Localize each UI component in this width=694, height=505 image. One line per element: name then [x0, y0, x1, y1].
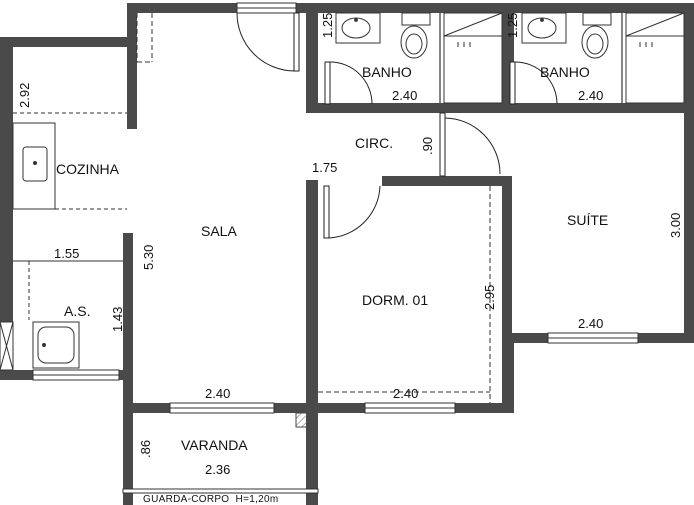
wall-sala-top-left [127, 3, 237, 13]
kitchen-sink-icon [22, 146, 48, 182]
doors [236, 12, 558, 239]
dim-banho1-height: 1.25 [320, 13, 335, 38]
door-bath1-swing [329, 61, 373, 105]
room-labels: BANHO BANHO CIRC. COZINHA SALA SUÍTE DOR… [56, 64, 608, 453]
room-label-as: A.S. [64, 303, 90, 319]
dim-dorm-height: 2.95 [482, 285, 497, 310]
bath1-fixtures [335, 12, 503, 104]
wall-sala-left [123, 233, 133, 505]
wall-dorm-right-lower [502, 333, 514, 413]
dim-as-width: 1.55 [54, 246, 79, 261]
room-label-banho1: BANHO [362, 64, 412, 80]
wall-right-outer [684, 3, 694, 343]
dim-cozinha-depth: 2.92 [17, 83, 32, 108]
dim-banho2-width: 2.40 [578, 88, 603, 103]
door-dorm-leaf [323, 185, 330, 239]
door-bath2-swing [514, 61, 558, 105]
bath2-toilet-icon [581, 25, 609, 59]
closet-outlines [136, 13, 491, 403]
room-label-varanda: VARANDA [181, 437, 248, 453]
dim-varanda-height: .86 [138, 440, 153, 458]
wall-bath1-bottom [306, 103, 502, 113]
dim-sala-height: 5.30 [141, 245, 156, 270]
room-label-suite: SUÍTE [567, 212, 608, 228]
wall-sala-right-upper [306, 3, 318, 113]
room-label-circ: CIRC. [355, 135, 393, 151]
door-suite-leaf [439, 112, 446, 177]
laundry-fixtures [0, 260, 123, 371]
dim-suite-width: 2.40 [578, 316, 603, 331]
wall-cozinha-right [127, 3, 137, 129]
wall-suite-left [502, 176, 512, 343]
bath2-fixtures [521, 12, 685, 104]
room-label-banho2: BANHO [540, 64, 590, 80]
bath2-shower-icon [625, 12, 685, 104]
dim-as-height: 1.43 [110, 307, 125, 332]
dim-varanda-width: 2.36 [205, 462, 230, 477]
wall-bath-top [306, 3, 694, 13]
bath2-sink-icon [527, 17, 557, 39]
dim-suite-height: 3.00 [668, 213, 683, 238]
kitchen-counter [12, 112, 127, 210]
door-dorm-swing [328, 185, 381, 239]
hatch-corner [295, 412, 309, 428]
room-label-dorm: DORM. 01 [362, 292, 428, 308]
dim-sala-width: 2.40 [205, 386, 230, 401]
dim-dorm-width: 2.40 [393, 386, 418, 401]
bath1-sink-icon [341, 17, 371, 39]
room-label-sala: SALA [201, 223, 237, 239]
dim-banho1-width: 2.40 [392, 88, 417, 103]
door-entry-leaf [293, 12, 300, 72]
bath1-shower-icon [443, 12, 503, 104]
wall-left-outer [0, 37, 13, 355]
bath1-toilet-icon [400, 25, 428, 59]
dim-circ-width: .90 [420, 137, 435, 155]
room-label-cozinha: COZINHA [56, 161, 120, 177]
guard-rail [122, 488, 319, 494]
guard-rail-note: GUARDA-CORPO H=1,20m [143, 494, 279, 505]
door-entry-swing [236, 12, 295, 72]
wall-bath2-bottom [502, 103, 694, 113]
wall-dorm-top [382, 176, 512, 186]
walls [0, 3, 694, 505]
door-bath1-leaf [324, 61, 331, 105]
varanda [122, 488, 319, 494]
wall-sala-dorm [306, 180, 318, 505]
laundry-tank-icon [32, 321, 80, 369]
wall-cozinha-top [0, 37, 137, 47]
door-suite-swing [444, 117, 501, 175]
dimension-labels: 1.25 2.40 1.25 2.40 2.92 .90 1.75 3.00 2… [17, 13, 683, 477]
dim-banho2-height: 1.25 [505, 13, 520, 38]
dim-door-dorm: 1.75 [312, 160, 337, 175]
door-bath2-leaf [509, 61, 516, 105]
